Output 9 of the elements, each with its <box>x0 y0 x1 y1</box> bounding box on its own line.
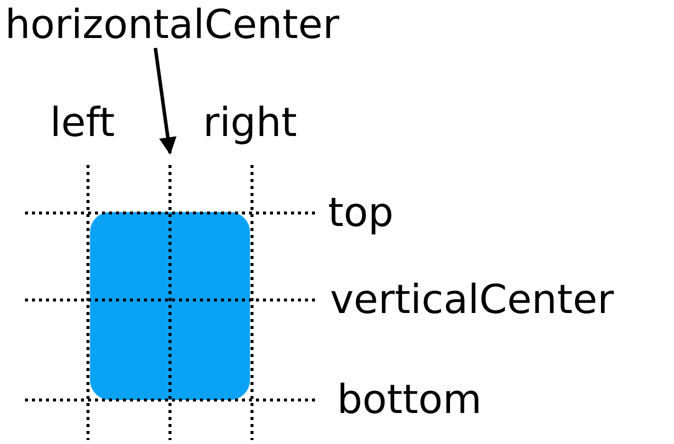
anchor-line <box>168 165 172 440</box>
anchor-label: right <box>203 100 297 146</box>
item-rectangle <box>90 212 250 400</box>
anchor-label: left <box>50 100 115 146</box>
anchor-label: horizontalCenter <box>5 2 340 48</box>
anchor-label: bottom <box>337 377 482 423</box>
anchor-label: top <box>328 190 394 236</box>
arrow <box>154 48 176 155</box>
anchor-label: verticalCenter <box>330 277 614 323</box>
